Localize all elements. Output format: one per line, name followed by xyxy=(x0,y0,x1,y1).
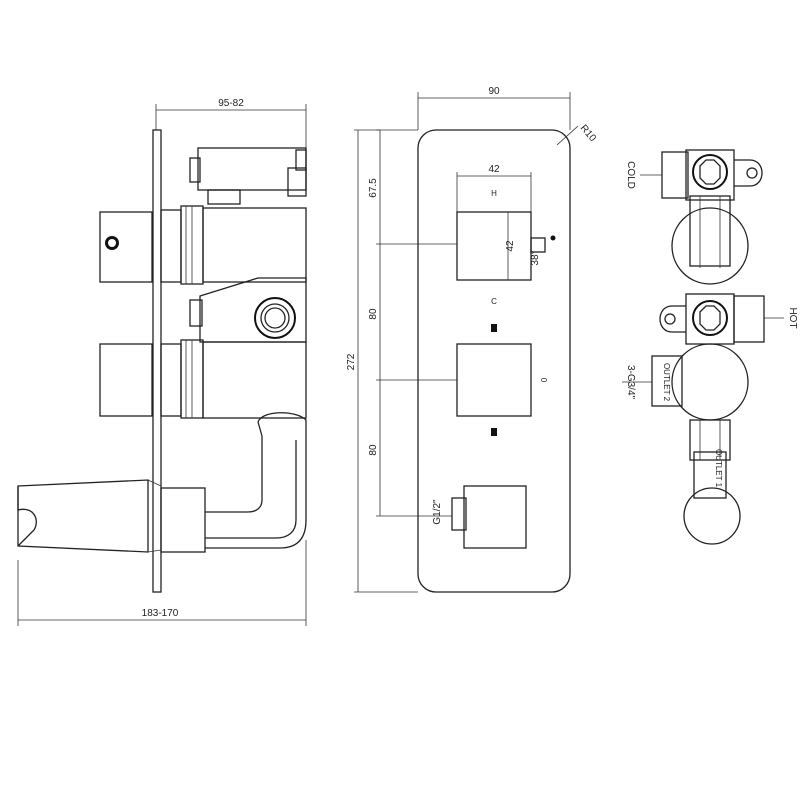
dim-corner-radius: R10 xyxy=(578,123,599,144)
label-thread-size: 3-G3/4" xyxy=(625,365,636,400)
rear-view: COLD HOT OUTLET 2 3-G3/4" OUTLET 1 xyxy=(622,149,798,545)
dim-angle: 38° xyxy=(530,250,541,265)
dim-spacing-2: 80 xyxy=(368,444,379,456)
dim-handle-height: 42 xyxy=(505,240,516,252)
lower-handle xyxy=(456,343,532,417)
label-cold-inlet: COLD xyxy=(625,161,636,189)
label-cold: C xyxy=(491,297,497,306)
dim-side-depth: 95-82 xyxy=(218,98,244,109)
outlet-connector xyxy=(463,485,527,549)
label-hot-inlet: HOT xyxy=(787,307,798,328)
dim-overall-height: 272 xyxy=(346,353,357,370)
dim-side-overall-depth: 183-170 xyxy=(142,608,179,619)
upper-handle xyxy=(456,211,532,281)
faceplate xyxy=(417,129,571,593)
dim-handle-width: 42 xyxy=(488,164,500,175)
dim-spacing-1: 80 xyxy=(368,308,379,320)
dim-outlet-thread: G1/2" xyxy=(432,499,443,525)
label-outlet-position: 0 xyxy=(540,377,549,382)
dim-front-width: 90 xyxy=(488,86,500,97)
side-view: 95-82 xyxy=(17,98,307,626)
dim-top-offset: 67.5 xyxy=(368,178,379,198)
label-outlet-1: OUTLET 1 xyxy=(714,449,723,488)
label-hot: H xyxy=(491,189,497,198)
label-outlet-2: OUTLET 2 xyxy=(662,363,671,402)
front-view: 90 R10 42 H 42 38° C 0 G1/2" 67. xyxy=(346,86,599,593)
